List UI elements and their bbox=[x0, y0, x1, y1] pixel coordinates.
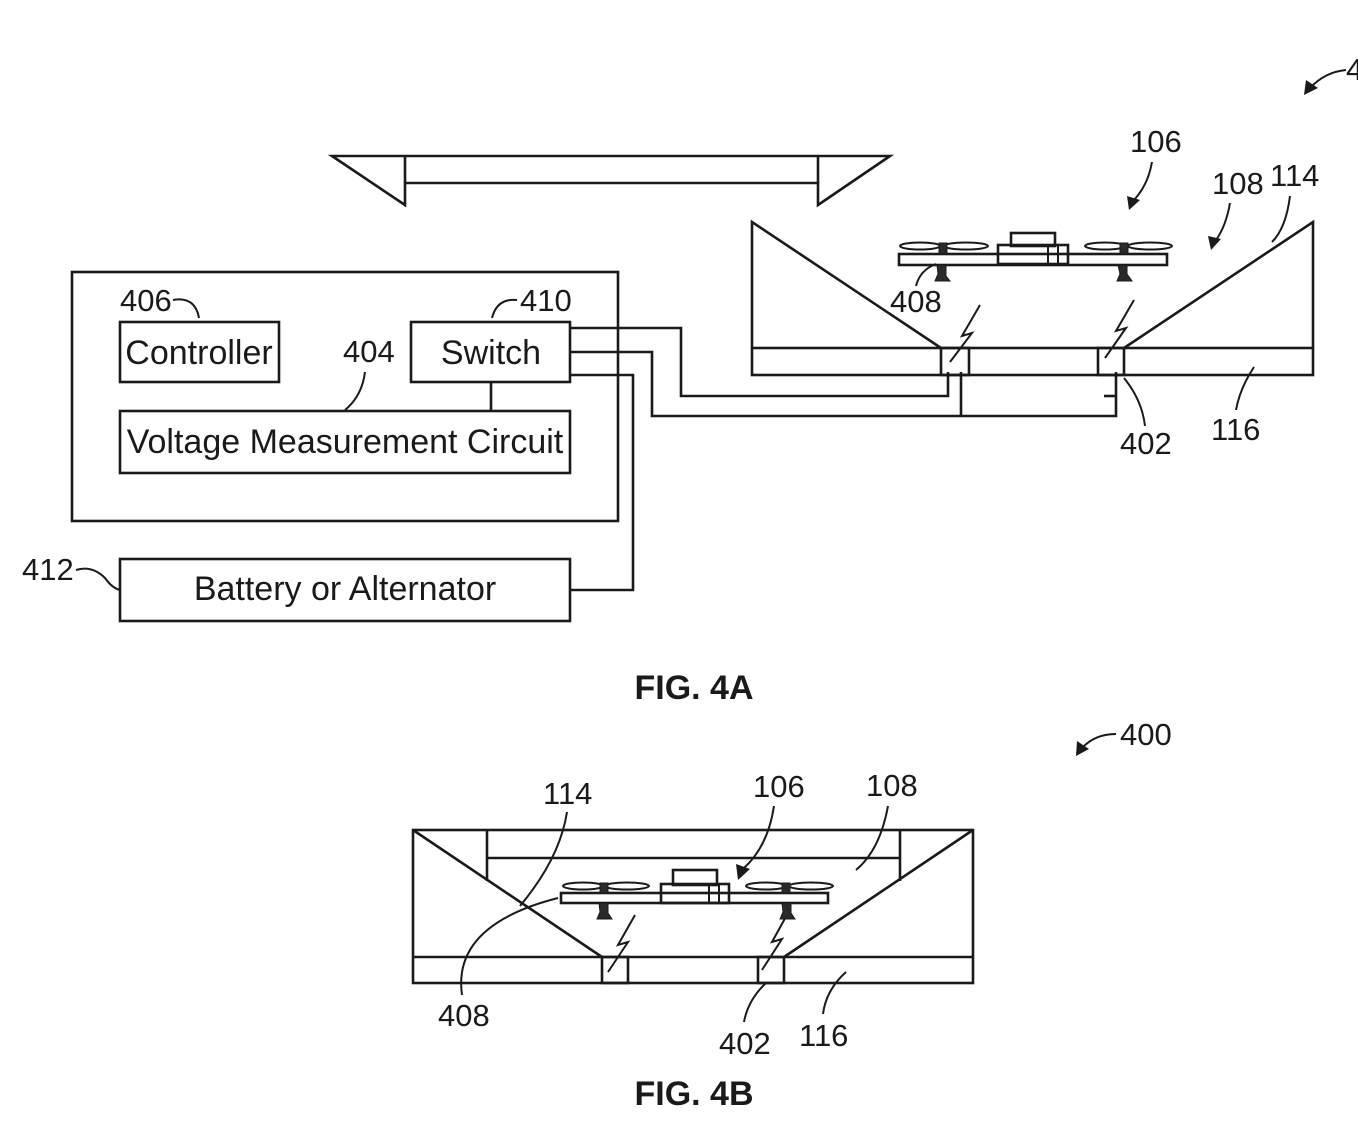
movement-arrow bbox=[327, 154, 895, 208]
caption-4a: FIG. 4A bbox=[634, 669, 753, 707]
ref-station-4b: 108 bbox=[866, 768, 918, 803]
spark-left-4a bbox=[949, 304, 981, 363]
ref-assembly-4a: 4 bbox=[1346, 52, 1358, 87]
contact-right-4a bbox=[1096, 346, 1126, 377]
base-plate-4a bbox=[750, 346, 1315, 377]
spark-right-4a bbox=[1104, 299, 1135, 359]
ref-drone-4b: 106 bbox=[753, 769, 805, 804]
voltage-circuit-block: Voltage Measurement Circuit 404 bbox=[118, 334, 572, 475]
assembly-pointer-4a: 4 bbox=[1304, 52, 1358, 95]
ref-assembly-4b: 400 bbox=[1120, 717, 1172, 752]
ref-ramp-4b: 114 bbox=[543, 776, 592, 811]
contact-left-4b bbox=[600, 955, 630, 985]
ref-ramp-4a: 114 bbox=[1270, 158, 1319, 193]
wiring bbox=[570, 326, 1118, 592]
drone-4a bbox=[897, 231, 1173, 282]
landing-station-4a bbox=[750, 219, 1315, 377]
ref-battery: 412 bbox=[22, 552, 74, 587]
ref-contacts-4a: 402 bbox=[1120, 426, 1172, 461]
controller-label: Controller bbox=[125, 334, 272, 372]
battery-block: Battery or Alternator 412 bbox=[22, 552, 572, 623]
contact-left-4a bbox=[939, 346, 971, 377]
ref-base-4a: 116 bbox=[1211, 412, 1260, 447]
ref-circuit: 404 bbox=[343, 334, 395, 369]
controller-block: Controller 406 bbox=[118, 283, 281, 384]
landing-station-4b bbox=[411, 828, 975, 985]
ref-base-4b: 116 bbox=[799, 1018, 848, 1053]
spark-left-4b bbox=[607, 914, 636, 973]
fig-4a: 4 Controller 406 Switch 410 bbox=[22, 52, 1358, 707]
assembly-pointer-4b: 400 bbox=[1076, 717, 1172, 756]
ref-station-4a: 108 bbox=[1212, 166, 1264, 201]
ref-drone-4a: 106 bbox=[1130, 124, 1182, 159]
ref-leg-4a: 408 bbox=[890, 284, 942, 319]
battery-label: Battery or Alternator bbox=[194, 570, 496, 608]
contact-right-4b bbox=[756, 955, 786, 985]
spark-right-4b bbox=[761, 912, 789, 971]
switch-label: Switch bbox=[441, 334, 541, 372]
drone-4b bbox=[559, 868, 834, 920]
refs-4b: 114 106 108 408 402 116 bbox=[438, 768, 918, 1061]
voltage-circuit-label: Voltage Measurement Circuit bbox=[127, 423, 564, 461]
caption-4b: FIG. 4B bbox=[634, 1075, 753, 1113]
fig-4b: 400 bbox=[411, 717, 1172, 1113]
ref-leg-4b: 408 bbox=[438, 998, 490, 1033]
refs-right-4a: 106 108 114 408 402 116 bbox=[890, 124, 1319, 461]
ref-switch: 410 bbox=[520, 283, 572, 318]
ref-contacts-4b: 402 bbox=[719, 1026, 771, 1061]
ref-controller: 406 bbox=[120, 283, 172, 318]
control-enclosure bbox=[70, 270, 620, 523]
switch-block: Switch 410 bbox=[409, 283, 572, 384]
